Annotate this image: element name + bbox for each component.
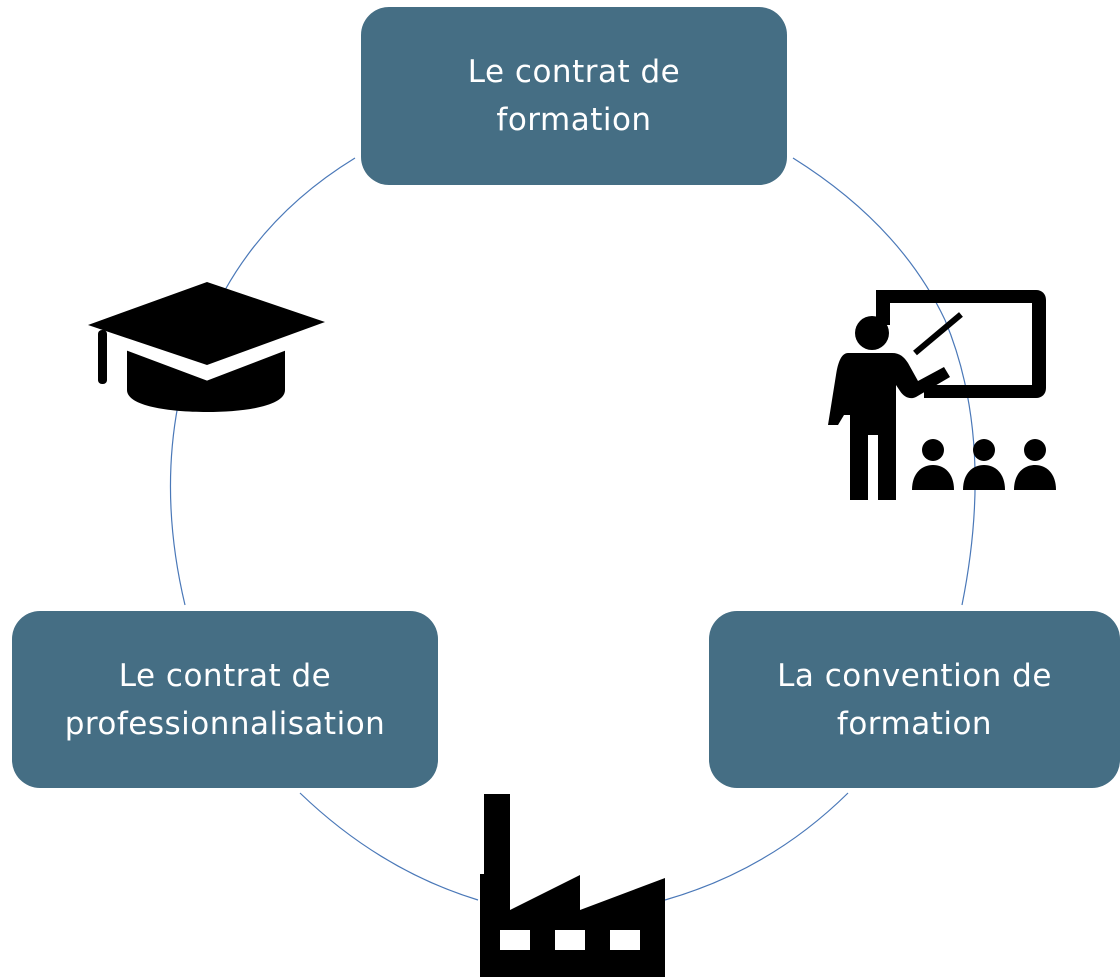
node-contrat-professionnalisation: Le contrat de professionnalisation [12,611,438,788]
graduation-cap-icon [88,282,325,412]
node-top-line2: formation [496,102,652,138]
node-right-line2: formation [836,705,993,742]
node-left-line1: Le contrat de [118,657,332,694]
ring-arc-left [169,404,186,606]
ring-arc-top-left [224,157,356,291]
node-right-line1: La convention de [777,657,1052,694]
node-top-line1: Le contrat de [467,54,681,90]
ring-arc-bottom-right [664,792,849,901]
factory-icon [480,794,665,977]
node-left-line2: professionnalisation [64,705,386,742]
node-contrat-formation: Le contrat de formation [361,7,787,185]
node-convention-formation: La convention de formation [709,611,1120,788]
teacher-classroom-icon [828,290,1056,500]
ring-arc-bottom-left [299,792,479,901]
